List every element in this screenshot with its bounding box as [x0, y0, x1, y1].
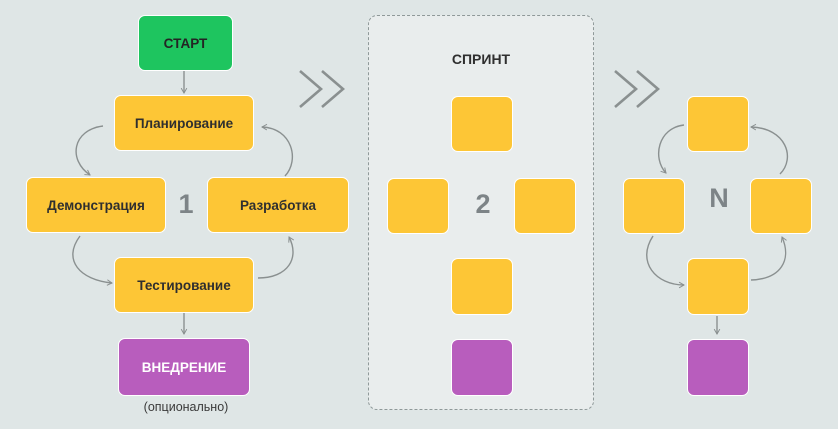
deploy-optional-note: (опционально) — [143, 400, 229, 414]
iteration-number-1: 1 — [178, 189, 194, 219]
sprint2-deploy-box — [451, 339, 513, 396]
arrow-testing-to-dev — [257, 236, 295, 279]
sprintn-bottom-box — [687, 258, 749, 315]
start-label: СТАРТ — [163, 35, 208, 51]
start-box: СТАРТ — [138, 15, 233, 71]
iteration-number-2: 2 — [475, 189, 491, 219]
sprint2-right-box — [514, 178, 576, 234]
sprint-title: СПРИНТ — [451, 51, 511, 67]
development-box: Разработка — [207, 177, 349, 233]
sprintn-right-box — [750, 178, 812, 234]
sprintn-top-box — [687, 96, 749, 152]
arrow-sn-top-to-left — [657, 124, 685, 174]
testing-box: Тестирование — [114, 257, 254, 313]
arrow-sn-right-to-top — [750, 123, 789, 175]
sprint2-left-box — [387, 178, 449, 234]
demo-label: Демонстрация — [47, 197, 145, 213]
planning-box: Планирование — [114, 95, 254, 151]
iteration-number-n: N — [709, 183, 729, 213]
arrow-dev-to-planning — [261, 123, 294, 177]
demo-box: Демонстрация — [26, 177, 166, 233]
arrow-demo-to-testing — [72, 235, 113, 286]
planning-label: Планирование — [134, 115, 234, 131]
sprintn-left-box — [623, 178, 685, 234]
sprintn-deploy-box — [687, 339, 749, 396]
arrow-sn-left-to-bottom — [646, 235, 685, 289]
arrow-planning-to-demo — [75, 125, 104, 176]
double-chevron-icon — [299, 70, 345, 108]
sprint2-bottom-box — [451, 258, 513, 315]
deploy-box: ВНЕДРЕНИЕ — [118, 338, 250, 396]
double-chevron-icon — [614, 70, 660, 108]
deploy-label: ВНЕДРЕНИЕ — [141, 359, 227, 375]
arrow-sn-bottom-to-right — [750, 236, 787, 281]
sprint2-top-box — [451, 96, 513, 152]
development-label: Разработка — [239, 197, 317, 213]
testing-label: Тестирование — [137, 277, 231, 293]
